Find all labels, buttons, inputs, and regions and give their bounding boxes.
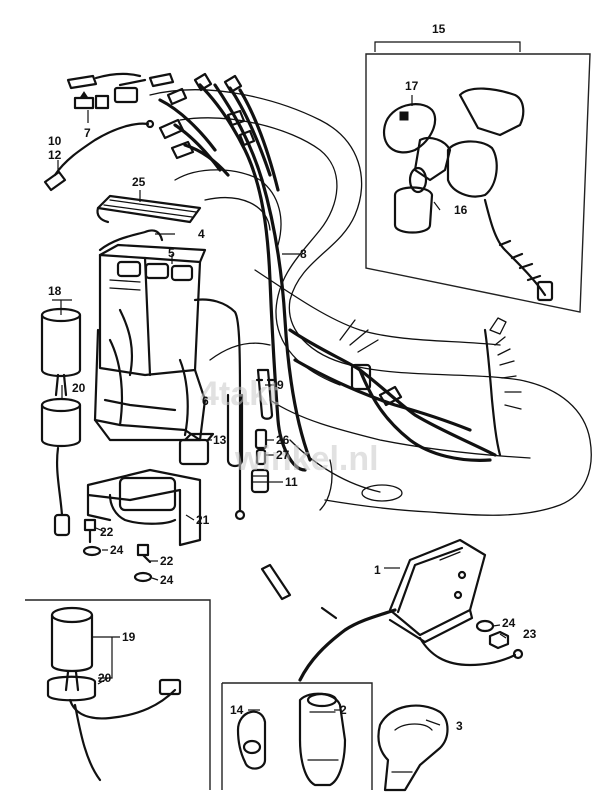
nut-part-23: [488, 630, 510, 650]
bolt-part-22-a: [83, 518, 97, 544]
label-part-8: 8: [300, 247, 307, 261]
washer-part-24-a: [82, 545, 102, 557]
label-part-1: 1: [374, 563, 381, 577]
washer-part-24-b: [133, 571, 153, 583]
label-part-2: 2: [340, 703, 347, 717]
label-part-10: 10: [48, 134, 62, 148]
battery-strap-part-25: [96, 194, 202, 224]
label-part-19: 19: [122, 630, 136, 644]
label-part-6: 6: [202, 394, 209, 408]
label-part-18: 18: [48, 284, 62, 298]
leader-lines: [52, 95, 507, 726]
label-part-22-b: 22: [160, 554, 174, 568]
label-part-24-b: 24: [160, 573, 174, 587]
spark-plug-cap-part-3: [377, 704, 449, 792]
bracket-part-21: [86, 468, 202, 547]
fuse-part-27: [255, 448, 267, 466]
wiring-harness-part-8: [118, 72, 522, 472]
connector-part-7: [66, 72, 142, 110]
label-part-3: 3: [456, 719, 463, 733]
ignition-switch-group-part-15: [365, 41, 591, 313]
label-part-22-a: 22: [100, 525, 114, 539]
battery-holder-part-6: [93, 328, 207, 442]
bolt-part-22-b: [136, 543, 152, 564]
label-part-20-a: 20: [72, 381, 86, 395]
label-part-24-c: 24: [502, 616, 516, 630]
label-part-24-a: 24: [110, 543, 124, 557]
ignition-switch-part-16: [393, 87, 554, 302]
cdi-unit-part-1: [260, 538, 524, 682]
label-part-20-b: 20: [98, 671, 112, 685]
plug-cap-part-2: [298, 692, 347, 787]
label-part-5: 5: [168, 246, 175, 260]
watermark-line1: 4takt: [200, 375, 279, 413]
label-part-14: 14: [230, 703, 244, 717]
label-part-23: 23: [523, 627, 537, 641]
label-part-26: 26: [276, 433, 290, 447]
relay-part-13: [178, 432, 215, 466]
label-part-16: 16: [454, 203, 468, 217]
capacitor-holder-part-20-a: [40, 397, 82, 537]
fuse-part-26: [254, 428, 268, 450]
label-part-27: 27: [276, 448, 290, 462]
label-part-7: 7: [84, 126, 91, 140]
capacitor-box-lower: [25, 599, 211, 790]
scooter-frame-outline: [149, 89, 592, 516]
label-part-12: 12: [48, 148, 62, 162]
key-cover-part-17: [382, 103, 437, 154]
label-part-25: 25: [132, 175, 146, 189]
label-part-15: 15: [432, 22, 446, 36]
parts-box-14-2: [221, 682, 373, 790]
capacitor-holder-part-20-b: [46, 675, 182, 782]
cap-part-11: [250, 468, 270, 494]
label-part-4: 4: [198, 227, 205, 241]
label-part-9: 9: [277, 378, 284, 392]
bullet-connector-part-10-12: [43, 119, 155, 192]
capacitor-part-19: [50, 606, 94, 692]
label-part-11: 11: [285, 475, 298, 489]
fuse-holder-part-9: [226, 368, 275, 468]
label-part-17: 17: [405, 79, 419, 93]
watermark-line2: winkel.nl: [234, 440, 379, 478]
label-part-13: 13: [213, 433, 227, 447]
clamp-part-14: [236, 710, 267, 770]
label-part-21: 21: [196, 513, 210, 527]
washer-part-24-c: [475, 619, 495, 633]
